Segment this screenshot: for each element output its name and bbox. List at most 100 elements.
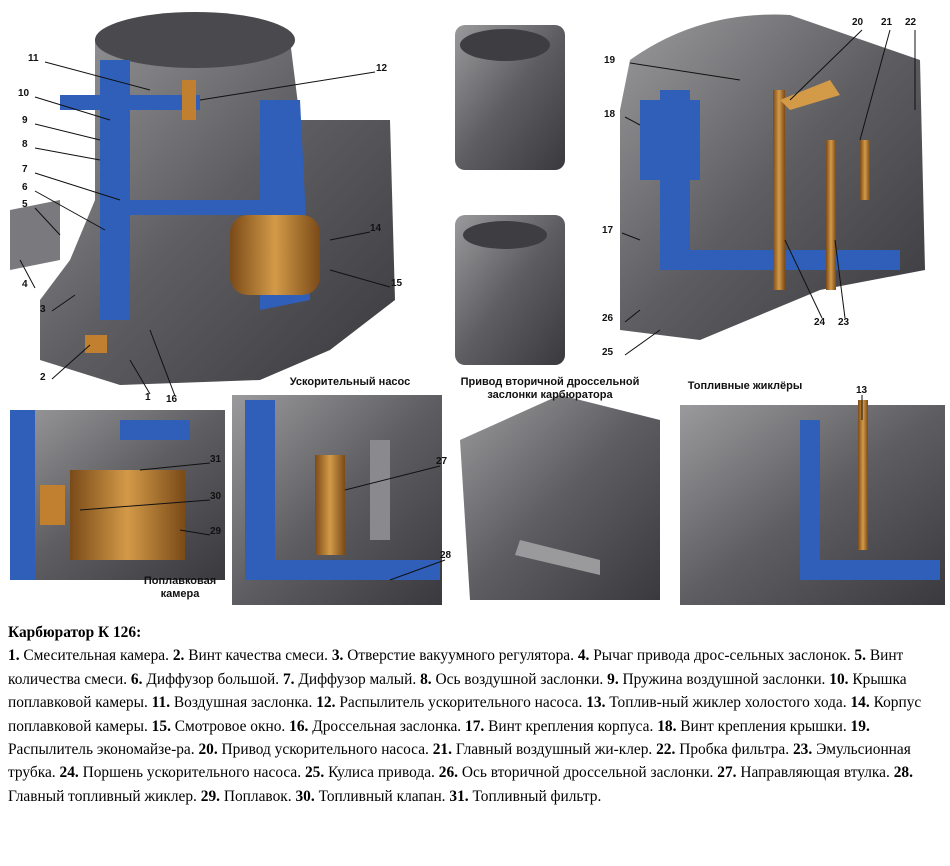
legend-item: 6. Диффузор большой. (131, 671, 279, 688)
carburetor-illustration (10, 12, 945, 605)
legend-item: 26. Ось вторичной дроссельной заслонки. (439, 764, 714, 781)
legend-number: 1. (8, 647, 20, 665)
legend-item: 23. Эмульсионная трубка. (8, 741, 911, 781)
legend-text: Корпус поплавковой камеры. (8, 694, 922, 735)
legend-number: 21. (432, 741, 452, 759)
legend-number: 22. (656, 741, 676, 759)
legend-text: Поршень ускорительного насоса. (82, 764, 302, 782)
legend-number: 23. (792, 741, 813, 759)
float-chamber-view (10, 410, 225, 580)
legend-number: 10. (829, 670, 849, 688)
legend-number: 17. (465, 717, 485, 735)
legend-text: Дроссельная заслонка. (312, 717, 462, 735)
legend-text: Главный воздушный жи-клер. (455, 741, 653, 759)
legend-text: Отверстие вакуумного регулятора. (347, 647, 574, 665)
legend-number: 6. (130, 670, 143, 688)
legend-number: 5. (854, 647, 866, 665)
legend-text: Главный топливный жиклер. (8, 787, 197, 805)
legend-number: 2. (172, 647, 185, 665)
legend-text: Диффузор большой. (146, 670, 280, 688)
secondary-throttle-drive-view (460, 395, 660, 600)
legend-item: 14. Корпус поплавковой камеры. (8, 694, 921, 734)
legend-number: 7. (282, 670, 295, 688)
legend-item: 9. Пружина воздушной заслонки. (607, 671, 825, 688)
callout-11: 11 (28, 53, 39, 64)
external-view-bottom (455, 215, 565, 365)
legend-item: 8. Ось воздушной заслонки. (420, 671, 603, 688)
callout-9: 9 (22, 115, 28, 126)
right-cutaway-view (620, 14, 925, 341)
legend-number: 25. (304, 764, 325, 782)
legend-item: 25. Кулиса привода. (305, 764, 435, 781)
leader-lines (19, 29, 916, 581)
legend-number: 4. (577, 647, 590, 665)
legend-text: Винт крепления корпуса. (488, 717, 654, 735)
callout-8: 8 (22, 139, 28, 150)
callout-16: 16 (166, 394, 178, 405)
legend-number: 28. (893, 764, 913, 782)
callout-15: 15 (391, 278, 403, 289)
legend-item: 16. Дроссельная заслонка. (289, 718, 461, 735)
callout-27: 27 (436, 456, 448, 467)
legend-item: 12. Распылитель ускорительного насоса. (316, 694, 582, 711)
caption-accelerator-pump: Ускорительный насос (289, 376, 411, 388)
callout-4: 4 (22, 279, 28, 290)
legend-item: 21. Главный воздушный жи-клер. (433, 741, 653, 758)
legend-text: Винт количества смеси. (8, 647, 904, 688)
legend-item: 30. Топливный клапан. (295, 788, 445, 805)
legend-number: 30. (295, 787, 315, 805)
legend-item: 27. Направляющая втулка. (717, 764, 890, 781)
caption-title: Карбюратор К 126: (8, 624, 142, 641)
callout-24: 24 (814, 317, 826, 328)
callout-28: 28 (440, 550, 452, 561)
callout-14: 14 (370, 223, 382, 234)
legend-item: 22. Пробка фильтра. (656, 741, 789, 758)
callout-26: 26 (602, 313, 614, 324)
callout-10: 10 (18, 88, 30, 99)
legend-text: Винт качества смеси. (188, 647, 328, 665)
callout-25: 25 (602, 347, 614, 358)
callout-18: 18 (604, 109, 616, 120)
legend-number: 9. (607, 670, 619, 688)
legend-text: Смесительная камера. (23, 647, 169, 665)
legend-item: 11. Воздушная заслонка. (152, 694, 313, 711)
callout-1: 1 (145, 392, 151, 403)
legend-text: Топливный клапан. (318, 787, 446, 805)
legend-text: Направляющая втулка. (740, 764, 890, 782)
legend-text: Пробка фильтра. (679, 741, 790, 759)
legend-item: 19. Распылитель экономайзе-ра. (8, 718, 870, 758)
external-view-top (455, 25, 565, 170)
callout-23: 23 (838, 317, 850, 328)
legend-text: Ось воздушной заслонки. (435, 670, 604, 688)
callout-30: 30 (210, 491, 222, 502)
legend-item: 7. Диффузор малый. (283, 671, 416, 688)
legend-item: 3. Отверстие вакуумного регулятора. (332, 647, 574, 664)
legend-number: 26. (438, 764, 459, 782)
legend-item: 20. Привод ускорительного насоса. (198, 741, 428, 758)
legend-item: 29. Поплавок. (201, 788, 292, 805)
figure-caption: Карбюратор К 126: 1. Смесительная камера… (8, 621, 943, 808)
callout-12: 12 (376, 63, 388, 74)
legend-item: 10. Крышка поплавковой камеры. (8, 671, 907, 711)
main-cutaway-view (10, 12, 395, 385)
legend-text: Кулиса привода. (328, 764, 435, 782)
legend-number: 24. (59, 764, 79, 782)
legend-number: 16. (289, 717, 309, 735)
accelerator-pump-view (232, 395, 442, 605)
callout-17: 17 (602, 225, 614, 236)
legend-text: Смотровое окно. (174, 717, 286, 735)
legend-number: 31. (449, 787, 469, 805)
legend-text: Топлив-ный жиклер холостого хода. (609, 694, 847, 712)
legend-item: 1. Смесительная камера. (8, 647, 169, 664)
callout-22: 22 (905, 17, 917, 28)
callout-7: 7 (22, 164, 28, 175)
legend-number: 27. (717, 764, 737, 782)
legend-item: 2. Винт качества смеси. (173, 647, 328, 664)
legend-text: Ось вторичной дроссельной заслонки. (461, 764, 714, 782)
callout-3: 3 (40, 304, 46, 315)
legend-item: 5. Винт количества смеси. (8, 647, 903, 687)
caption-legend: 1. Смесительная камера. 2. Винт качества… (8, 647, 921, 804)
legend-item: 4. Рычаг привода дрос-сельных заслонок. (578, 647, 851, 664)
legend-number: 18. (657, 717, 677, 735)
legend-text: Поплавок. (223, 787, 292, 805)
